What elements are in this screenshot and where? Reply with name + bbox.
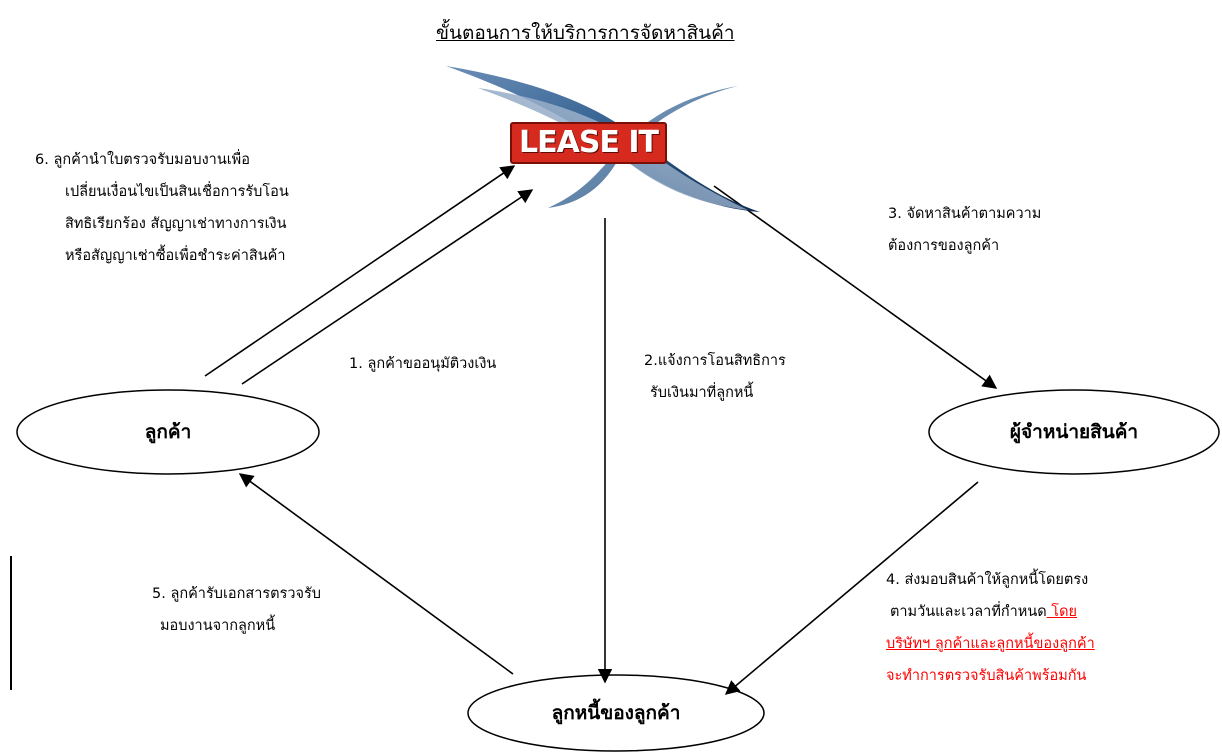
step1-label: 1. ลูกค้าขออนุมัติวงเงิน: [349, 356, 497, 372]
logo-text: LEASE IT: [510, 122, 667, 164]
arrow-step1: [241, 189, 534, 385]
debtor-ellipse: [467, 674, 765, 752]
node-debtor: ลูกหนี้ของลูกค้า: [551, 702, 681, 724]
arrow-step6-a: [204, 165, 516, 377]
arrow-step3: [713, 185, 998, 389]
arrow-step4: [724, 481, 979, 695]
step4-label: 4. ส่งมอบสินค้าให้ลูกหนี้โดยตรง ตามวันแล…: [886, 572, 1095, 684]
node-supplier: ผู้จำหน่ายสินค้า: [1009, 421, 1139, 443]
lease-it-logo: LEASE IT: [438, 58, 768, 218]
page-title: ขั้นตอนการให้บริการการจัดหาสินค้า: [436, 22, 735, 44]
left-vertical-rule: [10, 556, 12, 690]
step6-label: 6. ลูกค้านำใบตรวจรับมอบงานเพื่อ เปลี่ยนเ…: [35, 152, 289, 264]
customer-ellipse: [16, 389, 320, 475]
step2-label: 2.แจ้งการโอนสิทธิการ รับเงินมาที่ลูกหนี้: [644, 353, 786, 401]
step5-label: 5. ลูกค้ารับเอกสารตรวจรับ มอบงานจากลูกหน…: [152, 586, 322, 634]
node-customer: ลูกค้า: [144, 421, 192, 443]
arrow-step5: [238, 473, 514, 675]
supplier-ellipse: [928, 389, 1220, 475]
step3-label: 3. จัดหาสินค้าตามความ ต้องการของลูกค้า: [888, 206, 1042, 254]
